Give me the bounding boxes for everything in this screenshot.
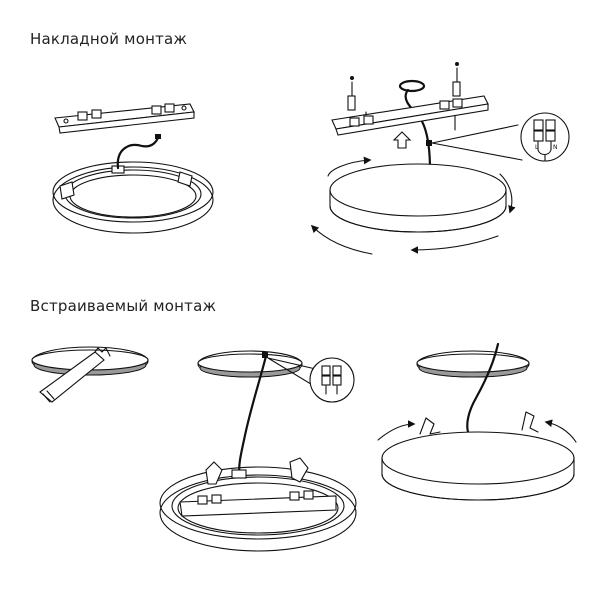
luminaire-disc-icon bbox=[329, 163, 507, 233]
wire-connector-icon bbox=[262, 352, 268, 358]
wire-connector-icon bbox=[426, 140, 432, 146]
luminaire-ring-icon bbox=[52, 161, 214, 234]
driver-icon bbox=[179, 490, 337, 517]
mounting-bracket-icon bbox=[54, 103, 195, 134]
terminal-label-n: N bbox=[553, 144, 558, 151]
callout-line bbox=[431, 124, 523, 161]
ceiling-cutout-icon bbox=[416, 350, 530, 378]
connector-icon bbox=[155, 134, 161, 139]
insert-arrow-icon bbox=[544, 419, 577, 443]
insert-arrow-icon bbox=[377, 420, 416, 441]
recessed-mount-heading: Встраиваемый монтаж bbox=[30, 297, 217, 315]
luminaire-disc-icon bbox=[381, 431, 575, 501]
spring-clip-icon bbox=[419, 411, 539, 435]
ceiling-cable-icon bbox=[398, 79, 426, 93]
spring-clip-icon bbox=[205, 457, 309, 485]
supply-wire bbox=[404, 88, 432, 172]
ceiling-cutout-icon bbox=[197, 350, 303, 378]
supply-wire bbox=[466, 342, 500, 434]
rotate-arrow-icon bbox=[327, 156, 372, 177]
rotate-arrow-icon bbox=[499, 173, 516, 214]
mounting-bracket-ceiling-icon bbox=[331, 95, 489, 136]
power-cable bbox=[116, 136, 160, 170]
up-arrow-icon bbox=[392, 131, 412, 149]
terminal-block-callout-icon bbox=[309, 357, 355, 403]
rotate-arrow-icon bbox=[410, 235, 499, 254]
saw-icon bbox=[39, 347, 111, 403]
connector-box-icon bbox=[231, 469, 247, 479]
terminal-label-l: L bbox=[535, 144, 539, 151]
surface-mount-heading: Накладной монтаж bbox=[30, 30, 188, 48]
terminal-block-callout-icon bbox=[520, 112, 570, 162]
rotate-arrow-icon bbox=[310, 224, 373, 255]
